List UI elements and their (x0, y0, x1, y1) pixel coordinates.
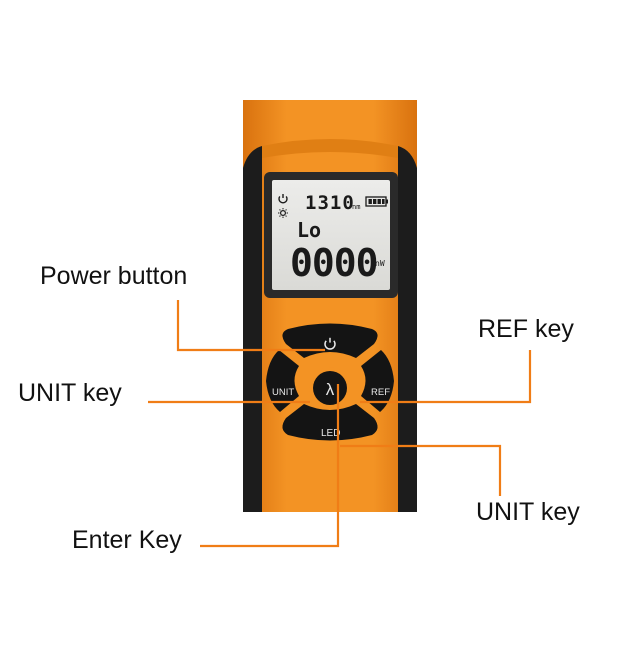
unit-key-label: UNIT (272, 387, 294, 398)
ref-button[interactable]: REF (361, 350, 394, 412)
keypad: UNIT REF LED λ (266, 323, 394, 441)
power-key-icon (324, 337, 336, 350)
callout-ref-key: REF key (478, 315, 574, 343)
enter-key-symbol: λ (326, 380, 335, 399)
enter-leader (200, 384, 340, 548)
lcd-display: 1310 nm Lo 0000 nW (264, 172, 398, 298)
callout-power-button: Power button (40, 262, 188, 290)
left-grip (243, 146, 262, 512)
lcd-power-icon (278, 194, 288, 204)
power-leader (176, 300, 325, 352)
lcd-reading: 0000 (290, 241, 378, 285)
unit-button[interactable]: UNIT (266, 350, 299, 412)
lcd-wavelength: 1310 (305, 192, 355, 214)
right-grip (398, 146, 417, 512)
led-key-label: LED (321, 428, 340, 439)
lcd-reading-unit: nW (375, 259, 385, 268)
lcd-mode: Lo (297, 218, 321, 242)
lcd-wavelength-unit: nm (352, 203, 360, 211)
unit-right-leader (340, 444, 502, 496)
lcd-battery-icon (365, 196, 388, 207)
callout-unit-key-left: UNIT key (18, 379, 122, 407)
ref-key-label: REF (371, 387, 390, 398)
lcd-sun-icon (278, 208, 288, 218)
leader-lines (148, 300, 532, 548)
meter-body (243, 100, 417, 512)
callout-unit-key-right: UNIT key (476, 498, 580, 526)
callout-enter-key: Enter Key (72, 526, 182, 554)
led-button[interactable]: LED (282, 404, 378, 441)
enter-button[interactable]: λ (309, 367, 351, 409)
ref-leader (360, 350, 532, 404)
